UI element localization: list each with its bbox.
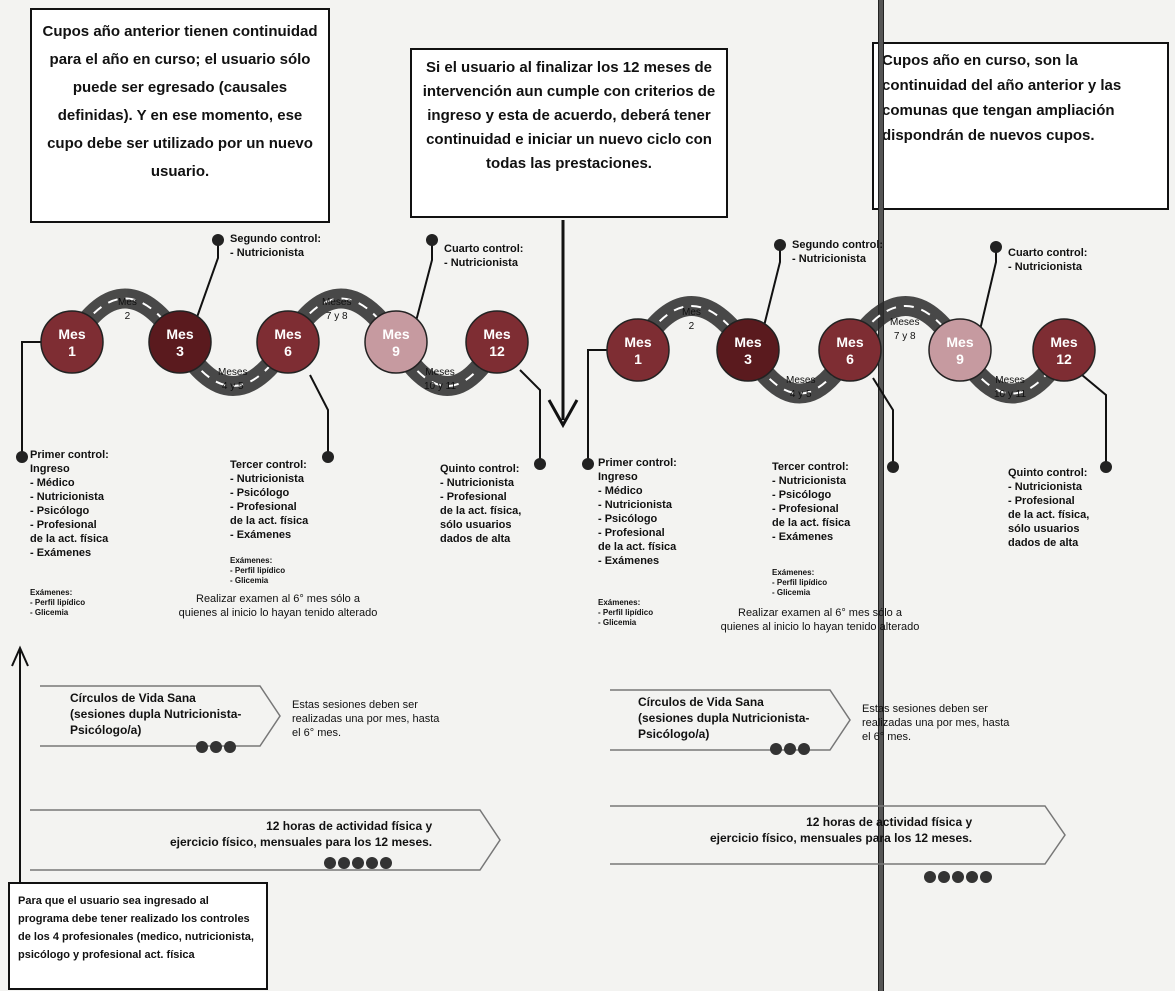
month-label-right-1: Mes xyxy=(624,334,651,350)
month-label-left-4: Mes xyxy=(382,326,409,342)
continuity-arrow xyxy=(547,220,579,429)
month-label-left-1: 1 xyxy=(68,343,76,359)
actividad-left: 12 horas de actividad física y ejercicio… xyxy=(170,819,433,849)
tercer-note-right: Realizar examen al 6° mes sólo a quienes… xyxy=(720,607,920,633)
month-circle-right-2 xyxy=(716,318,780,382)
arc-label-2-right: Meses 4 y 5 xyxy=(786,375,816,400)
month-circle-right-1 xyxy=(606,318,670,382)
month-label-left-5: 12 xyxy=(489,343,505,359)
month-label-left-1: Mes xyxy=(58,326,85,342)
arc-label-3-left: Meses 7 y 8 xyxy=(322,297,352,322)
primer-control-right: Primer control: Ingreso - Médico - Nutri… xyxy=(598,457,677,567)
leader-lines-left xyxy=(21,243,541,462)
arc-label-2-left: Meses 4 y 5 xyxy=(218,367,248,392)
circulos-left: Círculos de Vida Sana (sesiones dupla Nu… xyxy=(70,691,242,737)
month-label-left-2: 3 xyxy=(176,343,184,359)
month-label-right-4: Mes xyxy=(946,334,973,350)
segundo-control-right: Segundo control: - Nutricionista xyxy=(792,239,884,265)
arc-label-4-right: Meses 10 y 11 xyxy=(994,375,1027,400)
quinto-control-left: Quinto control: - Nutricionista - Profes… xyxy=(440,463,522,545)
chevron-shapes xyxy=(30,685,1066,871)
dot-icons xyxy=(196,741,992,883)
arc-label-4-left: Meses 10 y 11 xyxy=(424,367,457,392)
month-circle-right-4 xyxy=(928,318,992,382)
tercer-control-right: Tercer control: - Nutricionista - Psicól… xyxy=(772,461,851,543)
month-circle-right-5 xyxy=(1032,318,1096,382)
month-label-left-3: Mes xyxy=(274,326,301,342)
month-label-right-5: 12 xyxy=(1056,351,1072,367)
month-circle-left-5 xyxy=(465,310,529,374)
top-left-note: Cupos año anterior tienen continuidad pa… xyxy=(30,8,330,223)
bullet-icons xyxy=(16,234,1112,473)
tercer-note-left: Realizar examen al 6° mes sólo a quienes… xyxy=(178,593,378,619)
month-label-right-3: Mes xyxy=(836,334,863,350)
cuarto-control-right: Cuarto control: - Nutricionista xyxy=(1008,247,1088,273)
month-label-right-2: Mes xyxy=(734,334,761,350)
month-label-right-4: 9 xyxy=(956,351,964,367)
month-circle-left-2 xyxy=(148,310,212,374)
primer-examenes-right: Exámenes: - Perfil lipídico - Glicemia xyxy=(598,598,654,627)
segundo-control-left: Segundo control: - Nutricionista xyxy=(230,233,322,259)
month-label-left-4: 9 xyxy=(392,343,400,359)
cuarto-control-left: Cuarto control: - Nutricionista xyxy=(444,243,524,269)
month-circle-left-4 xyxy=(364,310,428,374)
month-label-left-2: Mes xyxy=(166,326,193,342)
vertical-divider xyxy=(878,0,884,991)
tercer-control-left: Tercer control: - Nutricionista - Psicól… xyxy=(230,459,309,541)
circulos-right: Círculos de Vida Sana (sesiones dupla Nu… xyxy=(638,695,810,741)
tercer-examenes-left: Exámenes: - Perfil lipídico - Glicemia xyxy=(230,556,286,585)
top-right-note: Cupos año en curso, son la continuidad d… xyxy=(872,42,1169,210)
arc-label-3-right: Meses 7 y 8 xyxy=(890,317,920,342)
quinto-control-right: Quinto control: - Nutricionista - Profes… xyxy=(1008,467,1090,549)
month-label-left-5: Mes xyxy=(483,326,510,342)
arc-label-1-left: Mes 2 xyxy=(118,297,137,322)
month-label-right-3: 6 xyxy=(846,351,854,367)
circulos-note-left: Estas sesiones deben ser realizadas una … xyxy=(292,699,440,739)
primer-examenes-left: Exámenes: - Perfil lipídico - Glicemia xyxy=(30,588,86,617)
month-circle-right-3 xyxy=(818,318,882,382)
top-center-note: Si el usuario al finalizar los 12 meses … xyxy=(410,48,728,218)
circulos-note-right: Estas sesiones deben ser realizadas una … xyxy=(862,703,1010,743)
actividad-right: 12 horas de actividad física y ejercicio… xyxy=(710,815,973,845)
entry-arrow xyxy=(11,645,29,882)
month-label-right-5: Mes xyxy=(1050,334,1077,350)
month-circle-left-1 xyxy=(40,310,104,374)
leader-lines-right xyxy=(587,247,1107,465)
tercer-examenes-right: Exámenes: - Perfil lipídico - Glicemia xyxy=(772,568,828,597)
month-label-right-2: 3 xyxy=(744,351,752,367)
primer-control-left: Primer control: Ingreso - Médico - Nutri… xyxy=(30,449,109,559)
arc-label-1-right: Mes 2 xyxy=(682,307,701,332)
month-circle-left-3 xyxy=(256,310,320,374)
month-label-right-1: 1 xyxy=(634,351,642,367)
bottom-left-note: Para que el usuario sea ingresado al pro… xyxy=(8,882,268,990)
month-label-left-3: 6 xyxy=(284,343,292,359)
